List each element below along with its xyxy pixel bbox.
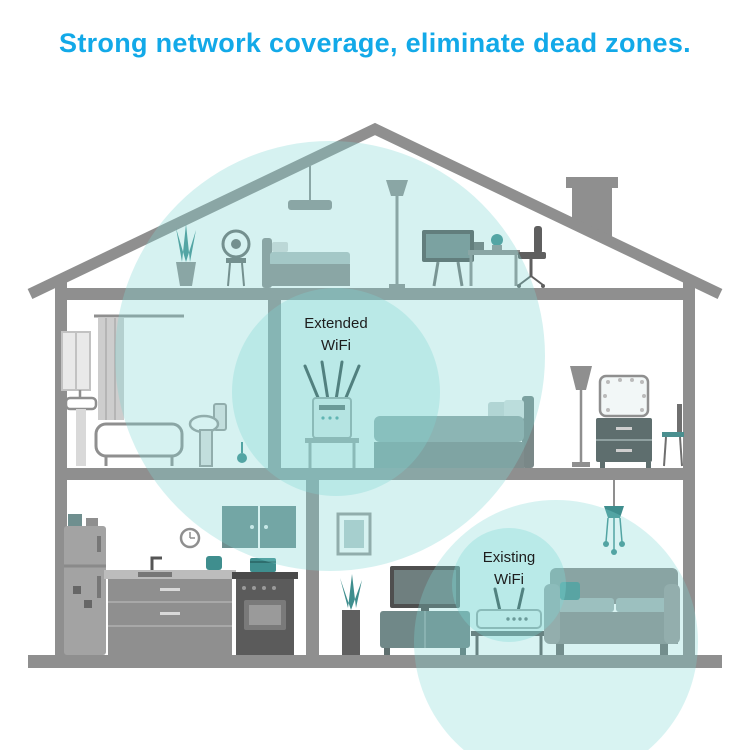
attic-floor-slab: [55, 288, 695, 300]
bed-icon: [374, 396, 534, 468]
second-floor-slab: [55, 468, 695, 480]
extended-wifi-label-line1: Extended: [304, 315, 367, 332]
bedroom: [303, 360, 684, 468]
toilet-brush-icon: [237, 442, 247, 463]
pendant-light-icon: [288, 166, 332, 210]
page-title: Strong network coverage, eliminate dead …: [59, 28, 691, 58]
fridge-icon: [64, 514, 106, 655]
existing-wifi-label: Existing WiFi: [483, 549, 536, 588]
picture-frame-icon: [336, 512, 372, 556]
bathroom-divider-wall: [268, 300, 281, 468]
tv-icon: [390, 566, 460, 611]
attic-bed-icon: [262, 238, 350, 288]
roof: [27, 122, 723, 299]
kitchen-divider-wall: [306, 480, 319, 655]
existing-coverage-outer-circle: [414, 500, 698, 750]
walls-and-floors: [28, 282, 722, 668]
attic-floor-lamp-icon: [386, 180, 408, 288]
wifi-extender-icon: [303, 360, 361, 439]
bathroom: [61, 314, 247, 467]
kitchen-counter-icon: [104, 556, 236, 655]
stove-icon: [232, 558, 298, 655]
attic-plant-icon: [176, 224, 196, 286]
attic-tv-icon: [422, 230, 474, 287]
wifi-router-icon: [476, 587, 542, 629]
existing-wifi-label-line2: WiFi: [494, 571, 524, 588]
wall-clock-icon: [179, 527, 201, 549]
extended-wifi-label-line2: WiFi: [321, 337, 351, 354]
existing-coverage-inner-circle: [452, 528, 566, 642]
extended-coverage-outer-circle: [115, 141, 545, 571]
tv-stand-icon: [380, 611, 470, 655]
plant-vase-icon: [340, 574, 362, 655]
round-chair-icon: [221, 229, 251, 287]
bedroom-chair-icon: [662, 404, 684, 467]
router-table: [471, 631, 547, 655]
sofa-icon: [544, 568, 680, 655]
extended-coverage-inner-circle: [232, 288, 440, 496]
vanity-mirror-icon: [598, 374, 650, 418]
shower-curtain-icon: [94, 314, 184, 420]
desk-icon: [468, 234, 520, 286]
bathroom-window: [61, 331, 91, 391]
extended-wifi-label: Extended WiFi: [304, 315, 367, 354]
hanging-planter-icon: [603, 480, 625, 555]
kitchen: [64, 506, 298, 655]
extender-table: [305, 438, 359, 468]
toilet-icon: [188, 403, 227, 467]
bathtub-icon: [94, 422, 184, 466]
foundation-slab: [28, 655, 722, 668]
living-room: [336, 480, 680, 655]
attic-room: [176, 166, 546, 288]
sink-icon: [64, 390, 98, 466]
wifi-coverage: [115, 141, 698, 750]
office-chair-icon: [517, 226, 546, 288]
bedroom-floor-lamp-icon: [570, 366, 592, 467]
chimney: [566, 177, 618, 243]
existing-wifi-label-line1: Existing: [483, 549, 536, 566]
dresser-icon: [596, 418, 652, 468]
wall-cabinets-icon: [222, 506, 296, 548]
